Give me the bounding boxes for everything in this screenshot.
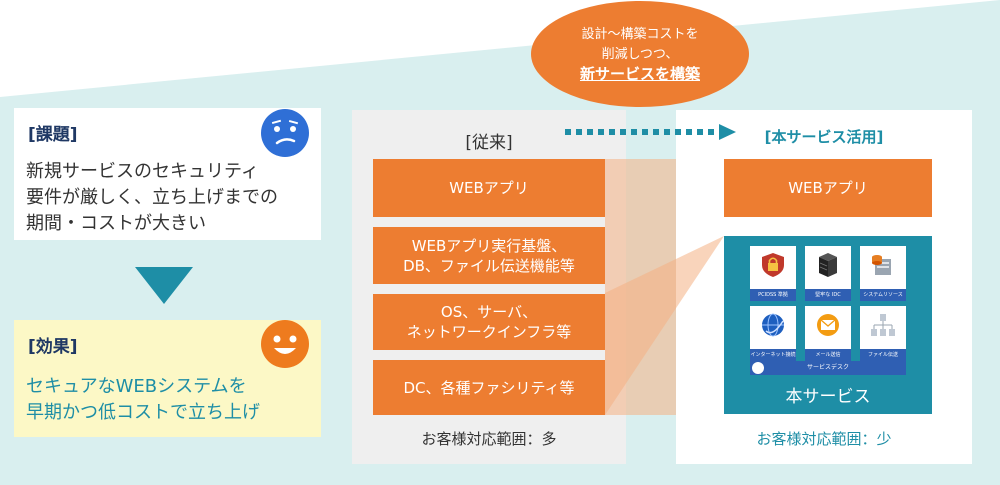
service-desk-bar: サービスデスク xyxy=(750,361,906,375)
callout-line-3: 新サービスを構築 xyxy=(579,65,700,83)
service-desk-label: サービスデスク xyxy=(806,364,849,371)
tile-internet-caption: インターネット接続 xyxy=(750,349,796,361)
tile-resource-caption: システムリソース xyxy=(860,289,906,301)
server-rack-icon xyxy=(819,253,837,277)
effect-text: セキュアなWEBシステムを 早期かつ低コストで立ち上げ xyxy=(26,376,260,423)
person-icon xyxy=(752,362,764,374)
issue-panel: [課題] 新規サービスのセキュリティ 要件が厳しく、立ち上げまでの 期間・コスト… xyxy=(14,108,321,240)
tile-idc-caption: 堅牢な IDC xyxy=(805,289,851,301)
new-service-title: [本サービス活用] xyxy=(764,128,884,146)
lock-icon xyxy=(762,253,784,277)
service-label: 本サービス xyxy=(785,387,871,407)
conv-layer-facility: DC、各種ファシリティ等 xyxy=(373,360,605,415)
globe-icon xyxy=(762,313,784,337)
issue-heading: [課題] xyxy=(28,125,78,145)
conv-layer-platform: WEBアプリ実行基盤、 DB、ファイル伝送機能等 xyxy=(373,227,605,284)
conv-layer-infra: OS、サーバ、 ネットワークインフラ等 xyxy=(373,294,605,350)
callout-oval: 設計～構築コストを 削減しつつ、 新サービスを構築 xyxy=(531,1,749,107)
issue-text: 新規サービスのセキュリティ 要件が厳しく、立ち上げまでの 期間・コストが大きい xyxy=(26,161,278,234)
mail-icon xyxy=(817,314,839,336)
tile-pcidss: PCIDSS 準拠 xyxy=(750,246,796,301)
service-box: PCIDSS 準拠 堅牢な IDC システムリソース xyxy=(724,236,932,414)
tile-idc: 堅牢な IDC xyxy=(805,246,851,301)
callout-line-1: 設計～構築コストを xyxy=(581,27,699,42)
tile-resource: システムリソース xyxy=(860,246,906,301)
callout-line-2: 削減しつつ、 xyxy=(601,47,679,62)
file-network-icon xyxy=(871,314,895,336)
worried-face-icon xyxy=(261,109,309,157)
conventional-title: [従来] xyxy=(465,133,513,153)
tile-file: ファイル伝送 xyxy=(860,306,906,361)
tile-pcidss-caption: PCIDSS 準拠 xyxy=(750,289,796,301)
new-layer-webapp: WEBアプリ xyxy=(724,159,932,217)
smile-face-icon xyxy=(261,320,309,368)
tile-mail-caption: メール送信 xyxy=(805,349,851,361)
tile-file-caption: ファイル伝送 xyxy=(860,349,906,361)
conventional-panel: [従来] WEBアプリ WEBアプリ実行基盤、 DB、ファイル伝送機能等 OS、… xyxy=(352,110,626,464)
effect-heading: [効果] xyxy=(28,337,78,357)
new-service-panel: [本サービス活用] WEBアプリ PCIDSS 準拠 堅牢な IDC xyxy=(676,110,972,464)
effect-panel: [効果] セキュアなWEBシステムを 早期かつ低コストで立ち上げ xyxy=(14,320,321,437)
new-service-footer: お客様対応範囲：少 xyxy=(756,430,892,448)
database-server-icon xyxy=(872,255,891,275)
conv-layer-webapp: WEBアプリ xyxy=(373,159,605,217)
tile-internet: インターネット接続 xyxy=(750,306,796,361)
tile-mail: メール送信 xyxy=(805,306,851,361)
conventional-footer: お客様対応範囲：多 xyxy=(421,430,557,448)
